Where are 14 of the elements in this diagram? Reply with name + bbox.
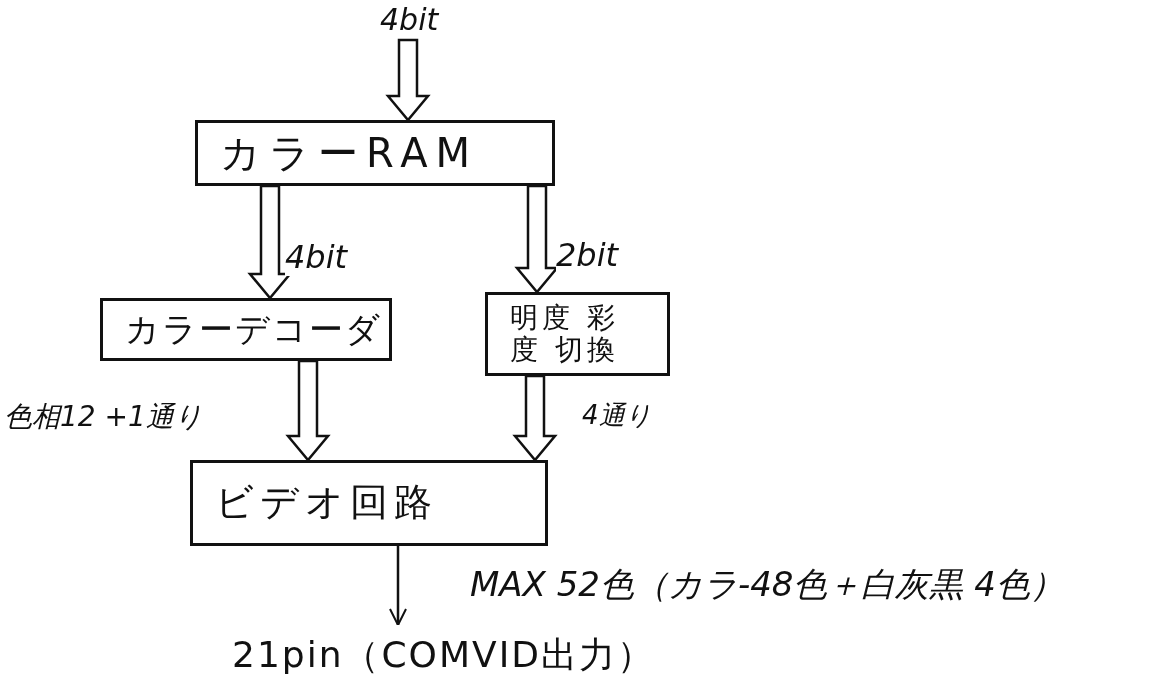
box-label: ビデオ回路 [215,481,438,525]
arrow [389,546,407,626]
hollow-arrow [285,359,331,462]
process-box [190,460,548,546]
hollow-arrow [385,38,431,122]
box-label: カラーRAM [220,130,479,176]
process-box [100,298,392,361]
hollow-arrow [512,374,558,462]
process-box [195,120,555,186]
hollow-arrow [247,184,293,300]
box-label: 明度 彩度 切換 [510,301,620,367]
process-box [485,292,670,376]
box-label: カラーデコーダ [125,309,382,350]
output-label: 21pin（COMVID出力） [232,634,655,676]
